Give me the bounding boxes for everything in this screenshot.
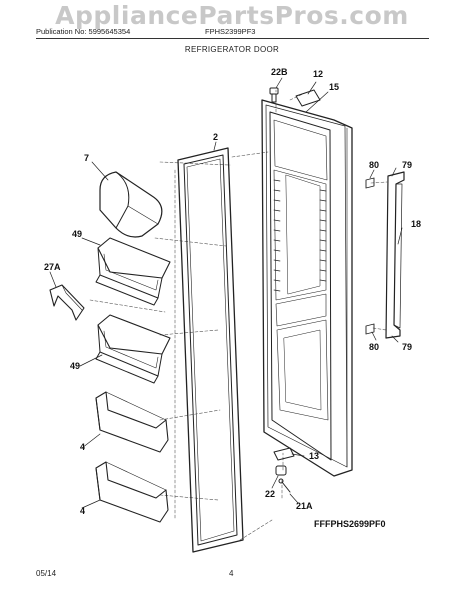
callout-27a: 27A [44,262,61,272]
callout-4-lower: 4 [80,506,86,516]
callout-4-upper: 4 [80,442,86,452]
watermark: AppliancePartsPros.com [55,1,409,30]
screw-21a [278,478,291,493]
callout-7: 7 [84,153,90,163]
callout-leaders [49,77,403,509]
section-title: REFRIGERATOR DOOR [184,45,280,54]
callout-12: 12 [313,69,324,79]
gallon-bin-lower [95,461,169,523]
header-rule [36,38,429,39]
callout-80-upper: 80 [369,160,380,170]
assembly-guide-lines [89,89,388,541]
handle-screw-lower [365,323,375,335]
hinge-bushing-22 [275,465,287,476]
diagram-code: FFFPHS2699PF0 [314,519,386,529]
callout-49-lower: 49 [70,361,81,371]
refrigerator-door [261,99,353,477]
callout-18: 18 [411,219,422,229]
callout-22: 22 [265,489,276,499]
dairy-bin [99,171,163,238]
footer-page: 4 [229,569,234,578]
door-bin-lower [95,314,171,384]
callout-79-lower: 79 [402,342,413,352]
publication-number: Publication No: 5995645354 [36,27,131,36]
model-number: FPHS2399PF3 [205,27,256,36]
callout-79-upper: 79 [402,160,413,170]
callout-49-upper: 49 [72,229,83,239]
handle-screw-upper [365,177,375,189]
callout-80-lower: 80 [369,342,380,352]
label-12 [295,89,321,107]
callout-21a: 21A [296,501,313,511]
footer-date: 05/14 [36,569,57,578]
lower-hinge-13 [273,447,295,461]
hinge-bushing-22b [269,87,279,103]
callout-22b: 22B [271,67,288,77]
gallon-bin-upper [95,391,169,453]
door-handle [385,171,405,339]
callout-15: 15 [329,82,340,92]
callout-2: 2 [213,132,219,142]
door-bin-upper [95,237,171,306]
callout-13: 13 [309,451,320,461]
bin-clip-27a [49,284,85,321]
door-gasket [177,147,244,553]
